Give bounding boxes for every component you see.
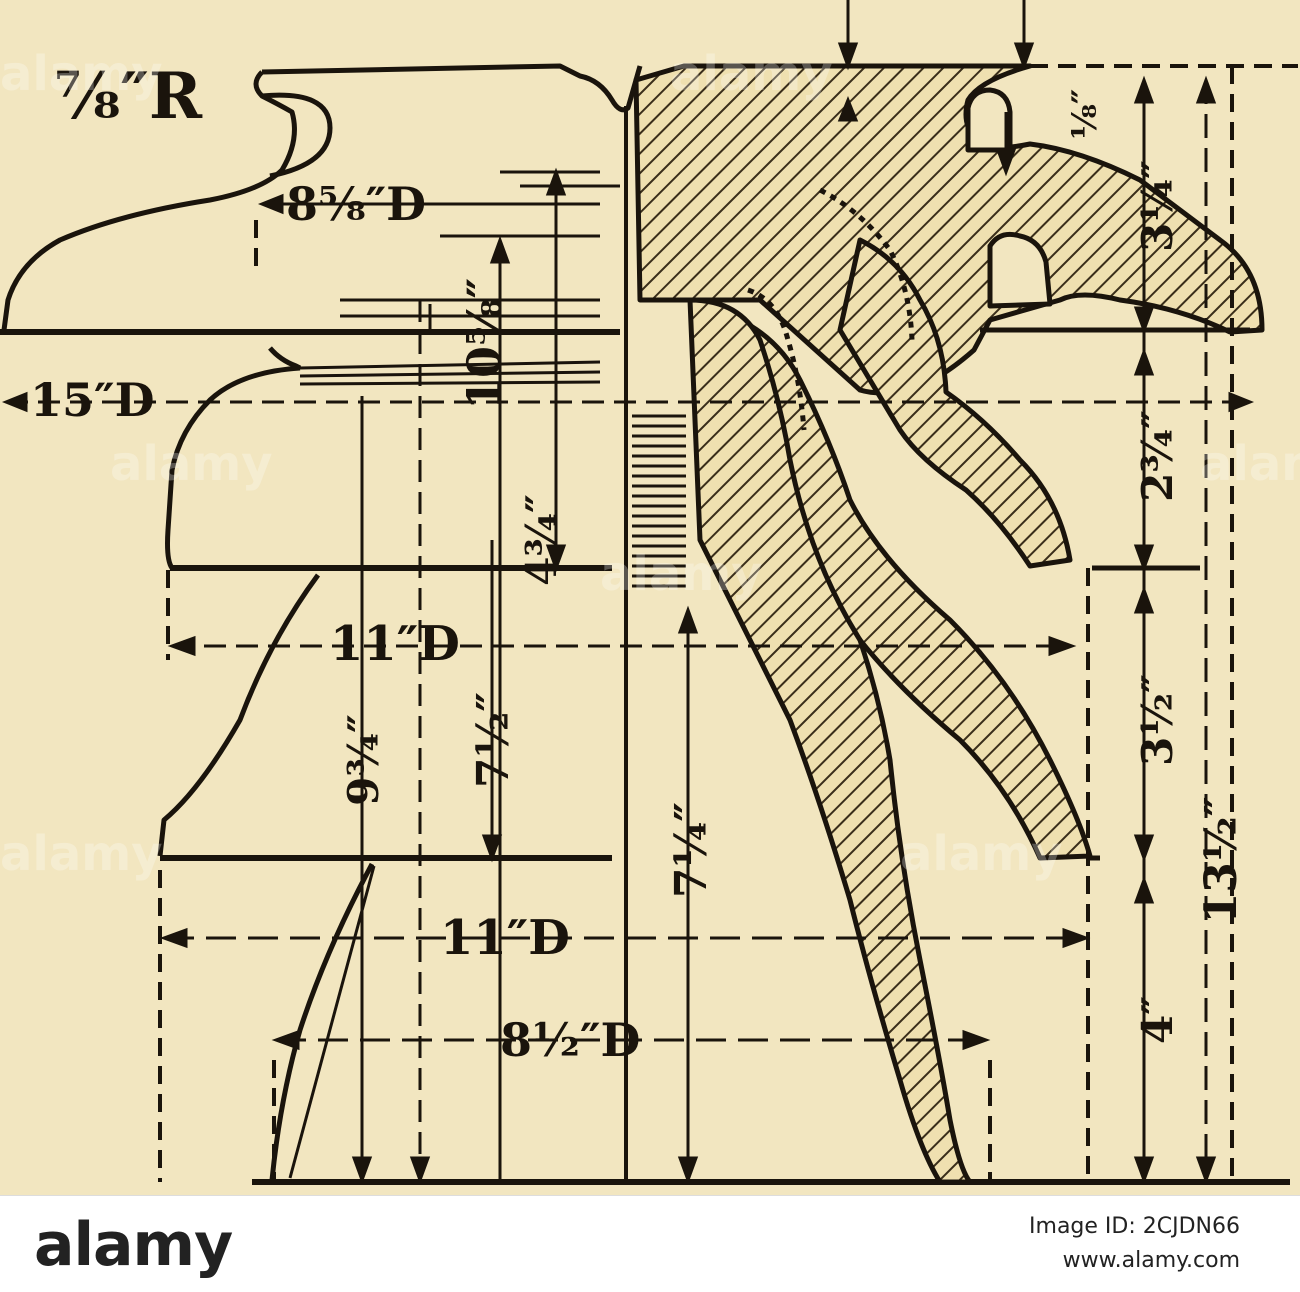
insulator-diagram: ⅞″R 8⅝″D 15″D 11″D 11″D 8½″D 10⅝″ 4¾″ 9¾… bbox=[0, 0, 1300, 1185]
right-extent-lines bbox=[158, 64, 1298, 1182]
label-top-radius: ⅞″R bbox=[54, 59, 203, 134]
label-h-4-3-4: 4¾″ bbox=[517, 494, 566, 586]
watermark-text: alamy bbox=[0, 826, 163, 882]
label-h-7-1-2: 7½″ bbox=[468, 692, 519, 788]
label-right-2-3-4: 2¾″ bbox=[1133, 410, 1182, 502]
watermark-text: alamy bbox=[1200, 436, 1300, 492]
watermark-text: alamy bbox=[0, 46, 163, 102]
label-dia-8-1-2: 8½″D bbox=[500, 1013, 640, 1067]
label-h-9-3-4: 9¾″ bbox=[339, 714, 388, 806]
watermark-text: alamy bbox=[670, 46, 833, 102]
insulator-section bbox=[633, 63, 1265, 1185]
label-dia-8-5-8: 8⅝″D bbox=[286, 177, 426, 231]
label-right-13-1-2: 13½″ bbox=[1196, 797, 1247, 924]
label-right-3-1-4: 3¼″ bbox=[1133, 160, 1182, 252]
label-right-3-1-2: 3½″ bbox=[1133, 674, 1182, 766]
watermark-text: alamy bbox=[900, 826, 1063, 882]
label-dia-15: 15″D bbox=[30, 373, 154, 427]
watermarks: alamy alamy alamy alamy alamy alamy alam… bbox=[0, 46, 1300, 882]
label-top-gap: ⅛″ bbox=[1065, 89, 1105, 139]
label-dia-11-bottom: 11″D bbox=[440, 910, 570, 966]
site-url: www.alamy.com bbox=[1062, 1248, 1240, 1273]
insulator-outline bbox=[0, 63, 1290, 1185]
watermark-text: alamy bbox=[110, 436, 273, 492]
label-h-10-5-8: 10⅝″ bbox=[457, 278, 511, 410]
pin-thread-marks bbox=[632, 414, 686, 588]
brand-logo: alamy bbox=[34, 1210, 233, 1280]
image-id: Image ID: 2CJDN66 bbox=[1029, 1214, 1240, 1239]
label-right-4: 4″ bbox=[1133, 996, 1182, 1044]
label-h-7-1-4: 7¼″ bbox=[666, 802, 717, 898]
dimension-lines bbox=[1, 0, 1255, 1185]
dimension-labels: ⅞″R 8⅝″D 15″D 11″D 11″D 8½″D 10⅝″ 4¾″ 9¾… bbox=[30, 59, 1247, 1067]
label-dia-11-top: 11″D bbox=[330, 616, 460, 672]
stock-footer: alamy Image ID: 2CJDN66 www.alamy.com bbox=[0, 1195, 1300, 1292]
watermark-text: alamy bbox=[600, 546, 763, 602]
